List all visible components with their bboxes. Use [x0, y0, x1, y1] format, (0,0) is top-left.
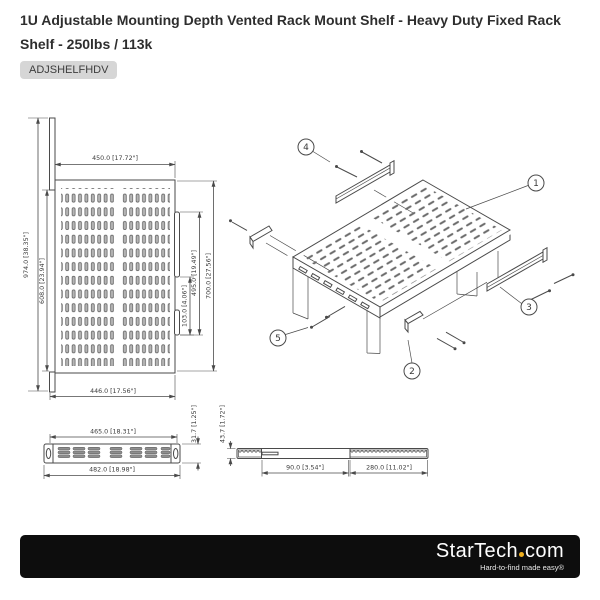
svg-text:1: 1	[533, 179, 539, 189]
bracket-center	[404, 310, 424, 334]
startech-logo: StarTech com	[436, 541, 564, 561]
dim-height-outer-label: 974.0 [38.35"]	[23, 232, 30, 278]
callout-5: 5	[269, 327, 309, 347]
iso-exploded-view: 1 2 3 4 5	[229, 138, 575, 380]
side-bracket-section	[238, 449, 262, 458]
dim-slot-label: 103.0 [4.06"]	[182, 285, 189, 327]
rack-hole-right	[173, 448, 179, 459]
dim-front-inner-label: 465.0 [18.31"]	[90, 429, 136, 436]
side-view: 43.7 [1.72"] 90.0 [3.54"] 280.0 [11.02"]	[220, 405, 429, 477]
front-face-slots	[298, 265, 370, 310]
side-rail-section	[349, 449, 427, 458]
mounting-ear-top	[49, 117, 56, 191]
dim-side-bracket-label: 90.0 [3.54"]	[286, 465, 324, 472]
dim-front-outer-label: 482.0 [18.98"]	[89, 467, 135, 474]
screws	[229, 150, 575, 351]
sku-badge: ADJSHELFHDV	[20, 61, 118, 79]
front-vent-slots	[57, 447, 171, 458]
callout-2: 2	[403, 339, 421, 380]
startech-logo-banner: StarTech com Hard-to-find made easy®	[20, 535, 580, 578]
front-view: 465.0 [18.31"] 482.0 [18.98"] 31.7 [1.25…	[43, 405, 201, 479]
callout-3: 3	[499, 286, 538, 316]
dim-front-height-label: 31.7 [1.25"]	[191, 405, 198, 443]
callout-4: 4	[297, 138, 331, 163]
mounting-ear-bottom	[49, 371, 56, 393]
dim-bottom-width-label: 446.0 [17.56"]	[90, 388, 136, 395]
page-title: 1U Adjustable Mounting Depth Vented Rack…	[20, 12, 561, 52]
vent-pattern-right	[122, 188, 170, 366]
svg-text:4: 4	[303, 143, 309, 153]
dim-side-height-label: 43.7 [1.72"]	[220, 405, 227, 443]
side-slot	[261, 451, 279, 456]
svg-text:5: 5	[275, 334, 281, 344]
rail-tab-lower	[174, 309, 180, 336]
brand-dot-icon	[519, 552, 525, 557]
vent-pattern-left	[61, 188, 114, 366]
mounting-rail-upper	[335, 159, 395, 204]
dim-rail-label: 495.0 [19.49"]	[191, 250, 198, 296]
dim-top-width-label: 450.0 [17.72"]	[92, 155, 138, 162]
mounting-rail-right	[486, 246, 548, 292]
shelf-front-face	[292, 256, 381, 319]
bracket-left	[249, 225, 273, 250]
dim-depth-label: 700.0 [27.56"]	[206, 253, 213, 299]
dim-height-inner-label: 608.0 [23.94"]	[39, 258, 46, 304]
svg-text:3: 3	[526, 303, 532, 313]
svg-text:2: 2	[409, 367, 415, 377]
dim-side-rail-label: 280.0 [11.02"]	[366, 465, 412, 472]
brand-tagline: Hard-to-find made easy®	[480, 563, 564, 572]
top-view: 450.0 [17.72"] 974.0 [38.35"] 608.0 [23.…	[23, 117, 217, 400]
rack-hole-left	[45, 448, 52, 459]
rail-tab-upper	[174, 211, 180, 278]
brand-head: StarTech	[435, 540, 519, 562]
brand-tail: com	[525, 540, 564, 562]
callout-1: 1	[465, 174, 545, 210]
